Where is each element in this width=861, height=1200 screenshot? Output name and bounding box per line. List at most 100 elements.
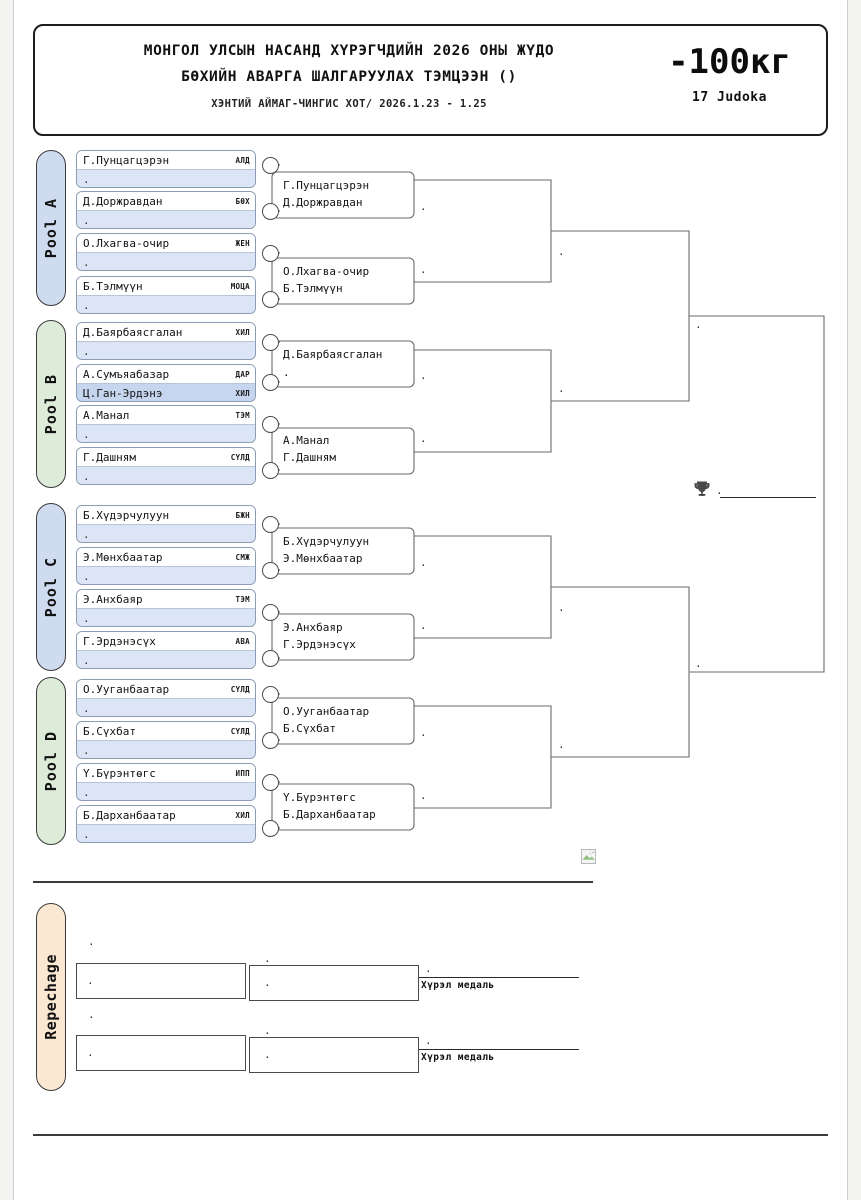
winner-result[interactable]: . xyxy=(716,484,723,497)
result-value: . xyxy=(83,469,90,483)
repechage-1-entry-top[interactable]: . xyxy=(88,935,95,948)
athlete-slot-c1[interactable]: Б.Хүдэрчулуун БЖН . xyxy=(76,505,256,543)
quarterfinal-1-result[interactable]: . xyxy=(420,200,427,213)
repechage-1-mid-bottom[interactable]: . xyxy=(264,976,271,989)
round1-match-7-top[interactable]: О.Ууганбаатар xyxy=(283,705,370,718)
athlete-slot-b3[interactable]: А.Манал ТЭМ . xyxy=(76,405,256,443)
round1-match-6-top[interactable]: Э.Анхбаяр xyxy=(283,621,343,634)
round1-match-2-bottom[interactable]: Б.Тэлмүүн xyxy=(283,282,343,295)
round1-match-3-top[interactable]: Д.Баярбаясгалан xyxy=(283,348,383,361)
athlete-club-tag: СМЖ xyxy=(235,552,250,562)
athlete-slot-d1-header: О.Ууганбаатар СҮЛД xyxy=(77,680,255,699)
result-value: . xyxy=(83,213,90,227)
round1-match-8-top[interactable]: Ү.Бүрэнтөгс xyxy=(283,791,356,804)
round1-match-5-bottom[interactable]: Э.Мөнхбаатар xyxy=(283,552,363,565)
athlete-slot-a2[interactable]: Д.Доржравдан БӨХ . xyxy=(76,191,256,229)
athlete-slot-b1-result[interactable]: . xyxy=(77,342,255,359)
semifinal-4-result[interactable]: . xyxy=(558,738,565,751)
athlete-slot-c2[interactable]: Э.Мөнхбаатар СМЖ . xyxy=(76,547,256,585)
round1-match-1-bottom[interactable]: Д.Доржравдан xyxy=(283,196,363,209)
athlete-slot-b4[interactable]: Г.Дашням СҮЛД . xyxy=(76,447,256,485)
bracket-node-a1 xyxy=(262,157,279,174)
bracket-node-c3 xyxy=(262,604,279,621)
semifinal-2-result[interactable]: . xyxy=(558,382,565,395)
repechage-1-mid-top[interactable]: . xyxy=(264,952,271,965)
round1-match-1-top[interactable]: Г.Пунцагцэрэн xyxy=(283,179,370,192)
repechage-2-result-line[interactable] xyxy=(419,1049,579,1050)
athlete-slot-c3[interactable]: Э.Анхбаяр ТЭМ . xyxy=(76,589,256,627)
athlete-slot-d2[interactable]: Б.Сүхбат СҮЛД . xyxy=(76,721,256,759)
repechage-2-mid-bottom[interactable]: . xyxy=(264,1048,271,1061)
athlete-club-tag: ИПП xyxy=(235,768,250,778)
round1-match-4-top[interactable]: А.Манал xyxy=(283,434,330,447)
athlete-club-tag: БӨХ xyxy=(235,196,250,206)
section-divider-bottom xyxy=(33,1134,828,1136)
final-2-result[interactable]: . xyxy=(695,657,702,670)
athlete-name: А.Сумъяабазар xyxy=(83,367,170,381)
athlete-slot-d3-result[interactable]: . xyxy=(77,783,255,800)
athlete-slot-b4-result[interactable]: . xyxy=(77,467,255,484)
round1-match-5-top[interactable]: Б.Хүдэрчулуун xyxy=(283,535,370,548)
athlete-slot-d1-result[interactable]: . xyxy=(77,699,255,716)
repechage-1-entry-bottom[interactable]: . xyxy=(87,974,94,987)
athlete-slot-d2-result[interactable]: . xyxy=(77,741,255,758)
athlete-slot-d4[interactable]: Б.Дарханбаатар ХИЛ . xyxy=(76,805,256,843)
quarterfinal-6-result[interactable]: . xyxy=(420,619,427,632)
athlete-name: Д.Доржравдан xyxy=(83,194,163,208)
repechage-1-result[interactable]: . xyxy=(425,962,432,975)
repechage-2-mid-box[interactable]: . xyxy=(249,1037,419,1073)
section-divider-top xyxy=(33,881,593,883)
quarterfinal-8-result[interactable]: . xyxy=(420,789,427,802)
repechage-2-entry-bottom[interactable]: . xyxy=(87,1046,94,1059)
athlete-name: Б.Тэлмүүн xyxy=(83,279,143,293)
repechage-2-result[interactable]: . xyxy=(425,1034,432,1047)
page-left-edge xyxy=(0,0,14,1200)
repechage-1-result-line[interactable] xyxy=(419,977,579,978)
repechage-2-box[interactable]: . xyxy=(76,1035,246,1071)
athlete-slot-c2-result[interactable]: . xyxy=(77,567,255,584)
athlete-slot-d4-header: Б.Дарханбаатар ХИЛ xyxy=(77,806,255,825)
athlete-slot-b1[interactable]: Д.Баярбаясгалан ХИЛ . xyxy=(76,322,256,360)
repechage-2-entry-top[interactable]: . xyxy=(88,1008,95,1021)
round1-match-6-bottom[interactable]: Г.Эрдэнэсүх xyxy=(283,638,356,651)
athlete-slot-d3[interactable]: Ү.Бүрэнтөгс ИПП . xyxy=(76,763,256,801)
header-title-block: МОНГОЛ УЛСЫН НАСАНД ХҮРЭГЧДИЙН 2026 ОНЫ … xyxy=(45,38,653,110)
quarterfinal-2-result[interactable]: . xyxy=(420,263,427,276)
winner-name-line[interactable] xyxy=(720,497,816,498)
quarterfinal-3-result[interactable]: . xyxy=(420,369,427,382)
athlete-slot-b2-preliminary[interactable]: А.Сумъяабазар ДАР Ц.Ган-Эрдэнэ ХИЛ xyxy=(76,364,256,402)
athlete-slot-c1-result[interactable]: . xyxy=(77,525,255,542)
quarterfinal-4-result[interactable]: . xyxy=(420,432,427,445)
athlete-slot-a1[interactable]: Г.Пунцагцэрэн АЛД . xyxy=(76,150,256,188)
athlete-slot-c3-result[interactable]: . xyxy=(77,609,255,626)
semifinal-1-result[interactable]: . xyxy=(558,245,565,258)
round1-match-2-top[interactable]: О.Лхагва-очир xyxy=(283,265,370,278)
athlete-slot-b2-second[interactable]: Ц.Ган-Эрдэнэ ХИЛ xyxy=(77,384,255,401)
athlete-slot-a2-result[interactable]: . xyxy=(77,211,255,228)
athlete-slot-d1[interactable]: О.Ууганбаатар СҮЛД . xyxy=(76,679,256,717)
quarterfinal-7-result[interactable]: . xyxy=(420,726,427,739)
athlete-slot-d4-result[interactable]: . xyxy=(77,825,255,842)
athlete-slot-a1-result[interactable]: . xyxy=(77,170,255,187)
athlete-slot-a4-result[interactable]: . xyxy=(77,296,255,313)
athlete-slot-c4-result[interactable]: . xyxy=(77,651,255,668)
athlete-slot-a3-result[interactable]: . xyxy=(77,253,255,270)
athlete-slot-c4[interactable]: Г.Эрдэнэсүх АВА . xyxy=(76,631,256,669)
round1-match-8-bottom[interactable]: Б.Дарханбаатар xyxy=(283,808,376,821)
athlete-slot-b3-result[interactable]: . xyxy=(77,425,255,442)
result-value: . xyxy=(83,653,90,667)
round1-match-7-bottom[interactable]: Б.Сүхбат xyxy=(283,722,336,735)
round1-match-4-bottom[interactable]: Г.Дашням xyxy=(283,451,336,464)
athlete-slot-a3[interactable]: О.Лхагва-очир ЖЕН . xyxy=(76,233,256,271)
athlete-slot-c3-header: Э.Анхбаяр ТЭМ xyxy=(77,590,255,609)
athlete-slot-a2-header: Д.Доржравдан БӨХ xyxy=(77,192,255,211)
semifinal-3-result[interactable]: . xyxy=(558,601,565,614)
athlete-slot-a4[interactable]: Б.Тэлмүүн МОЦА . xyxy=(76,276,256,314)
repechage-2-mid-top[interactable]: . xyxy=(264,1024,271,1037)
repechage-1-mid-box[interactable]: . xyxy=(249,965,419,1001)
quarterfinal-5-result[interactable]: . xyxy=(420,556,427,569)
final-1-result[interactable]: . xyxy=(695,318,702,331)
repechage-1-box[interactable]: . xyxy=(76,963,246,999)
bracket-node-a4 xyxy=(262,291,279,308)
round1-match-3-bottom[interactable]: . xyxy=(283,366,290,379)
